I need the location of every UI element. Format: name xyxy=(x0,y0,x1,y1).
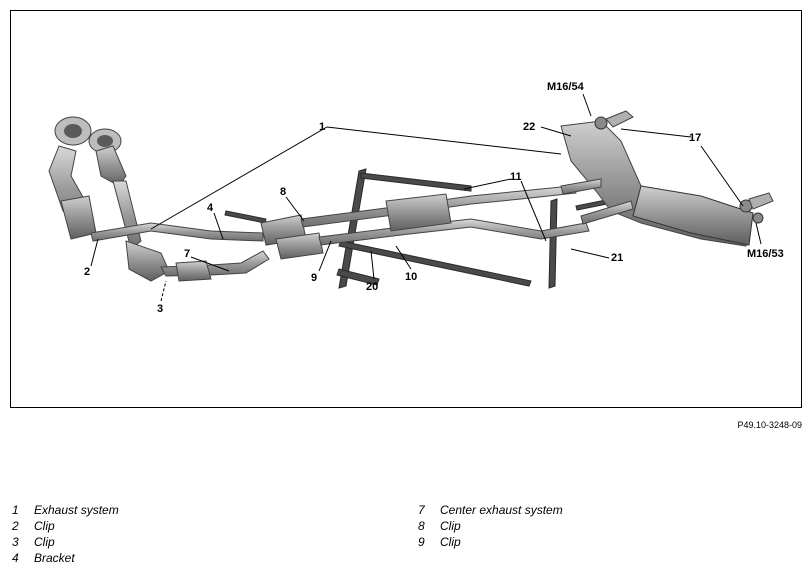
callout-17: 17 xyxy=(689,132,701,144)
legend-item: 9 Clip xyxy=(418,534,563,550)
callout-7: 7 xyxy=(184,248,190,260)
legend-item: 2 Clip xyxy=(12,518,119,534)
legend-item: 8 Clip xyxy=(418,518,563,534)
legend-item: 7 Center exhaust system xyxy=(418,502,563,518)
callout-8: 8 xyxy=(280,186,286,198)
callout-21: 21 xyxy=(611,252,623,264)
rear-muffler xyxy=(560,110,774,247)
legend-number: 2 xyxy=(12,519,19,533)
legend-label: Clip xyxy=(440,535,461,549)
center-exhaust-system xyxy=(260,185,590,260)
legend-label: Clip xyxy=(34,535,55,549)
callout-22: 22 xyxy=(523,121,535,133)
legend-item: 4 Bracket xyxy=(12,550,119,566)
callout-m16-53: M16/53 xyxy=(747,248,784,260)
callout-10: 10 xyxy=(405,271,417,283)
front-pipes xyxy=(90,222,270,282)
legend-number: 9 xyxy=(418,535,425,549)
legend-item: 1 Exhaust system xyxy=(12,502,119,518)
callout-4: 4 xyxy=(207,202,214,214)
callout-20: 20 xyxy=(366,281,378,293)
leader-lines xyxy=(90,93,762,302)
legend-number: 7 xyxy=(418,503,425,517)
legend-number: 4 xyxy=(12,551,19,565)
legend-number: 3 xyxy=(12,535,19,549)
legend-label: Exhaust system xyxy=(34,503,119,517)
callout-3: 3 xyxy=(157,303,163,315)
exhaust-system-illustration: 1 2 3 4 7 8 9 10 11 17 20 21 22 M16/54 M… xyxy=(48,81,784,315)
callout-9: 9 xyxy=(311,272,317,284)
catalytic-converters xyxy=(48,116,170,282)
callout-1: 1 xyxy=(319,121,325,133)
legend-label: Bracket xyxy=(34,551,75,565)
callout-labels: 1 2 3 4 7 8 9 10 11 17 20 21 22 M16/54 M… xyxy=(84,81,784,315)
crossmember-brackets xyxy=(224,168,628,289)
legend-number: 1 xyxy=(12,503,19,517)
callout-2: 2 xyxy=(84,266,90,278)
callout-11: 11 xyxy=(510,171,522,183)
legend-label: Clip xyxy=(34,519,55,533)
legend-label: Center exhaust system xyxy=(440,503,563,517)
diagram-frame: 1 2 3 4 7 8 9 10 11 17 20 21 22 M16/54 M… xyxy=(10,10,802,408)
legend-item: 3 Clip xyxy=(12,534,119,550)
figure-id: P49.10-3248-09 xyxy=(737,420,802,430)
legend-label: Clip xyxy=(440,519,461,533)
callout-m16-54: M16/54 xyxy=(547,81,585,93)
legend-number: 8 xyxy=(418,519,425,533)
